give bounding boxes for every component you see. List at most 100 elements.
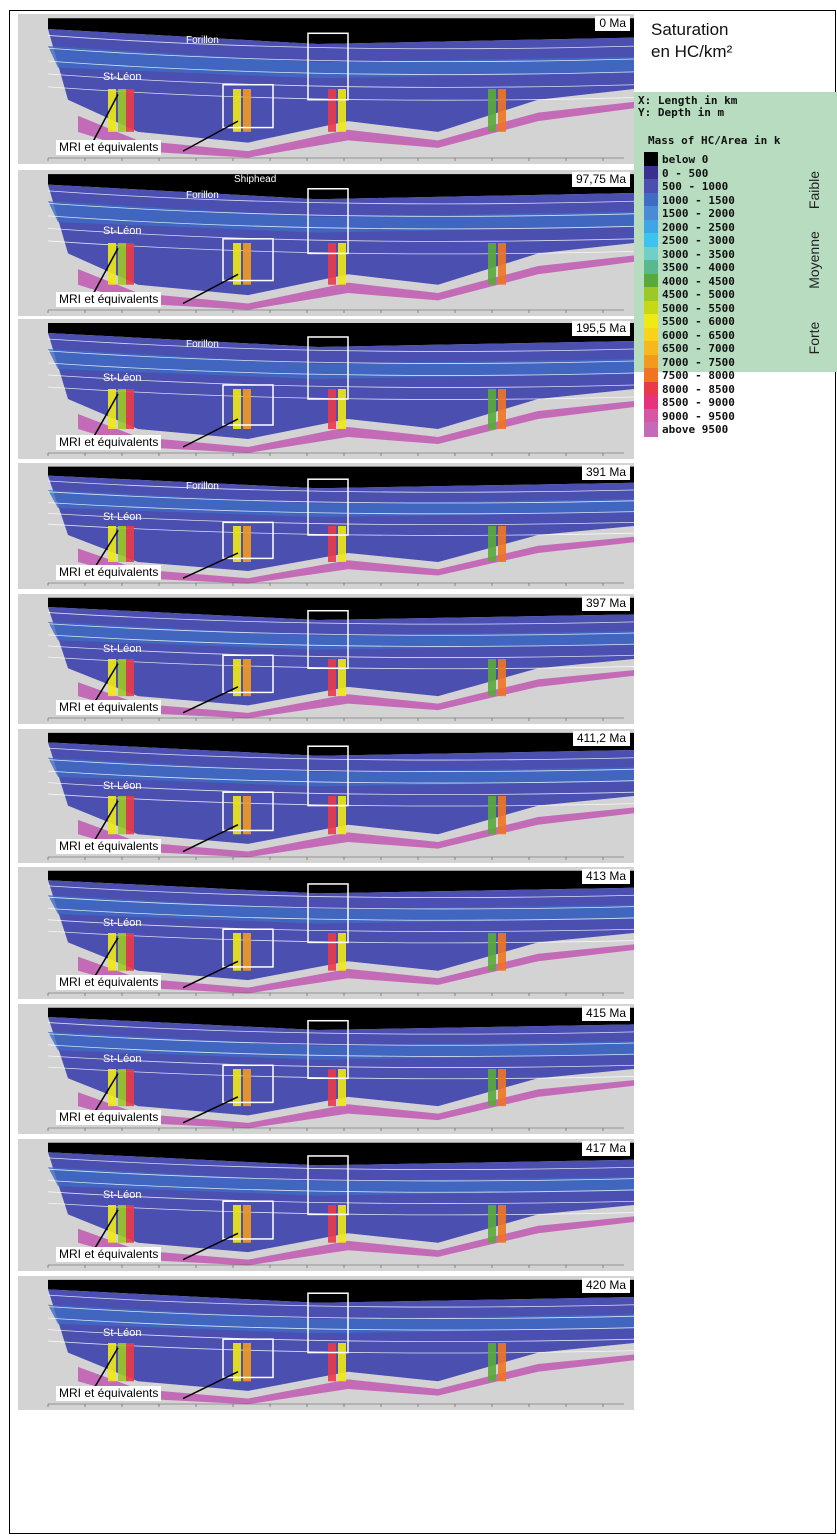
saturation-column [118,1069,126,1107]
mri-label: MRI et équivalents [56,292,162,307]
panel-age: 195,5 Ma [571,321,630,336]
legend-swatch [644,300,658,316]
saturation-column [338,1205,346,1243]
legend-entry: 2500 - 3000 [644,233,794,248]
saturation-column [338,659,346,697]
mri-label: MRI et équivalents [56,140,162,155]
panel-age: 411,2 Ma [572,731,630,746]
panel-age: 0 Ma [595,16,630,31]
saturation-column [488,933,496,971]
legend-swatch [644,206,658,221]
saturation-column [498,89,506,132]
saturation-column [118,659,126,697]
saturation-column [108,796,116,835]
saturation-column [233,933,241,971]
highlight-box [307,1019,349,1080]
legend-entry-label: 2500 - 3000 [662,234,735,247]
arrow [182,960,239,989]
saturation-column [338,389,346,429]
st-leon-label: St-Léon [103,1326,142,1339]
arrow [182,686,239,714]
legend-entry: 0 - 500 [644,165,794,181]
legend-swatch [644,368,658,383]
legend-entry-label: 7000 - 7500 [662,355,735,369]
saturation-column [233,796,241,835]
legend-swatch [644,260,658,275]
highlight-box [222,521,274,560]
highlight-box [307,1292,349,1354]
legend-swatch [644,287,658,302]
forillon-label: Forillon [186,190,219,202]
saturation-column [338,89,346,132]
highlight-box [222,654,274,694]
saturation-column [498,796,506,835]
y-axis-note: Y: Depth in m [638,106,725,119]
legend-box: X: Length in km Y: Depth in m Mass of HC… [634,92,837,437]
arrow [182,1232,239,1261]
section-plot [47,732,634,860]
saturation-column [108,1343,116,1382]
legend-swatch [644,314,658,329]
section-plot [47,174,634,313]
saturation-column [233,1205,241,1243]
saturation-column [126,526,134,562]
legend-entry-label: 1500 - 2000 [662,207,735,220]
highlight-box [222,238,274,282]
legend-entry-label: above 9500 [662,423,729,436]
saturation-column [488,526,496,562]
highlight-box [307,188,349,255]
saturation-column [126,659,134,697]
saturation-column [488,796,496,835]
saturation-column [328,659,336,697]
arrow [182,418,239,448]
saturation-column [498,1069,506,1107]
saturation-column [108,1069,116,1107]
section-plot [47,597,634,721]
saturation-column [108,89,116,132]
saturation-column [126,1069,134,1107]
saturation-column [233,526,241,562]
highlight-box [307,32,349,101]
saturation-column [498,1343,506,1382]
arrow [182,120,239,152]
saturation-column [118,1205,126,1243]
highlight-box [222,1064,274,1104]
saturation-column [118,389,126,429]
mass-label: Mass of HC/Area in k [648,134,781,147]
saturation-column [328,389,336,429]
legend-entry: 1000 - 1500 [644,192,794,208]
saturation-column [488,1205,496,1243]
saturation-column [328,89,336,132]
saturation-column [126,1205,134,1243]
legend-entry-label: 7500 - 8000 [662,369,735,382]
category-forte: Forte [806,321,822,355]
saturation-column [498,933,506,971]
legend-swatch [644,219,658,235]
saturation-column [108,659,116,697]
arrow [182,273,239,305]
section-plot [47,18,634,161]
legend-entry: 8500 - 9000 [644,395,794,410]
legend-entry-label: 0 - 500 [662,166,709,180]
saturation-column [488,89,496,132]
highlight-box [222,1200,274,1240]
saturation-column [126,1343,134,1382]
section-plot [47,466,634,586]
st-leon-label: St-Léon [103,1189,142,1202]
saturation-column [243,933,251,971]
legend-title: Saturation [651,20,729,39]
saturation-column [108,243,116,285]
panel-age: 417 Ma [581,1141,630,1156]
saturation-column [498,526,506,562]
saturation-column [118,526,126,562]
panel-age: 391 Ma [581,465,630,480]
saturation-column [243,1343,251,1382]
legend-entry: 4000 - 4500 [644,273,794,289]
legend-swatch [644,395,658,410]
saturation-column [488,389,496,429]
saturation-column [243,243,251,285]
saturation-column [243,1205,251,1243]
